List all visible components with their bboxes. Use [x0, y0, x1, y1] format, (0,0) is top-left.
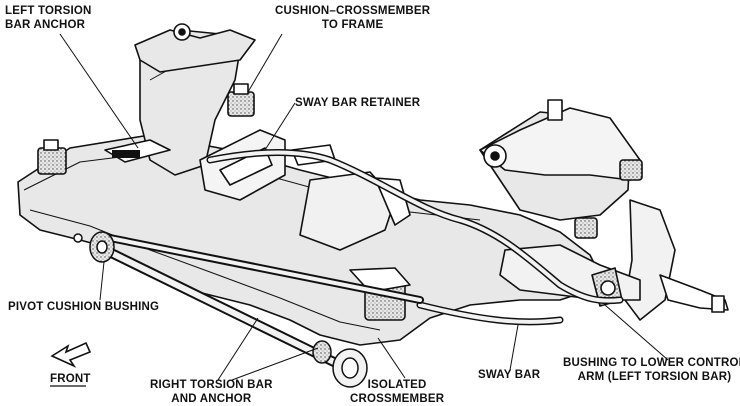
- steering-knuckle: [624, 199, 676, 321]
- label-right-torsion-bar-and-anchor: RIGHT TORSION BAR AND ANCHOR: [150, 379, 273, 405]
- label-left-torsion-bar-anchor: LEFT TORSION BAR ANCHOR: [5, 5, 92, 31]
- label-front: FRONT: [50, 373, 91, 385]
- label-isolated-crossmember: ISOLATED CROSSMEMBER: [350, 379, 445, 405]
- front-arrow-icon: [50, 341, 92, 368]
- label-bushing-to-lower-control-arm: BUSHING TO LOWER CONTROL ARM (LEFT TORSI…: [563, 357, 740, 383]
- label-sway-bar: SWAY BAR: [478, 369, 541, 381]
- label-pivot-cushion-bushing: PIVOT CUSHION BUSHING: [8, 301, 160, 313]
- label-cushion-crossmember-to-frame: CUSHION–CROSSMEMBER TO FRAME: [275, 5, 431, 31]
- label-sway-bar-retainer: SWAY BAR RETAINER: [295, 97, 421, 109]
